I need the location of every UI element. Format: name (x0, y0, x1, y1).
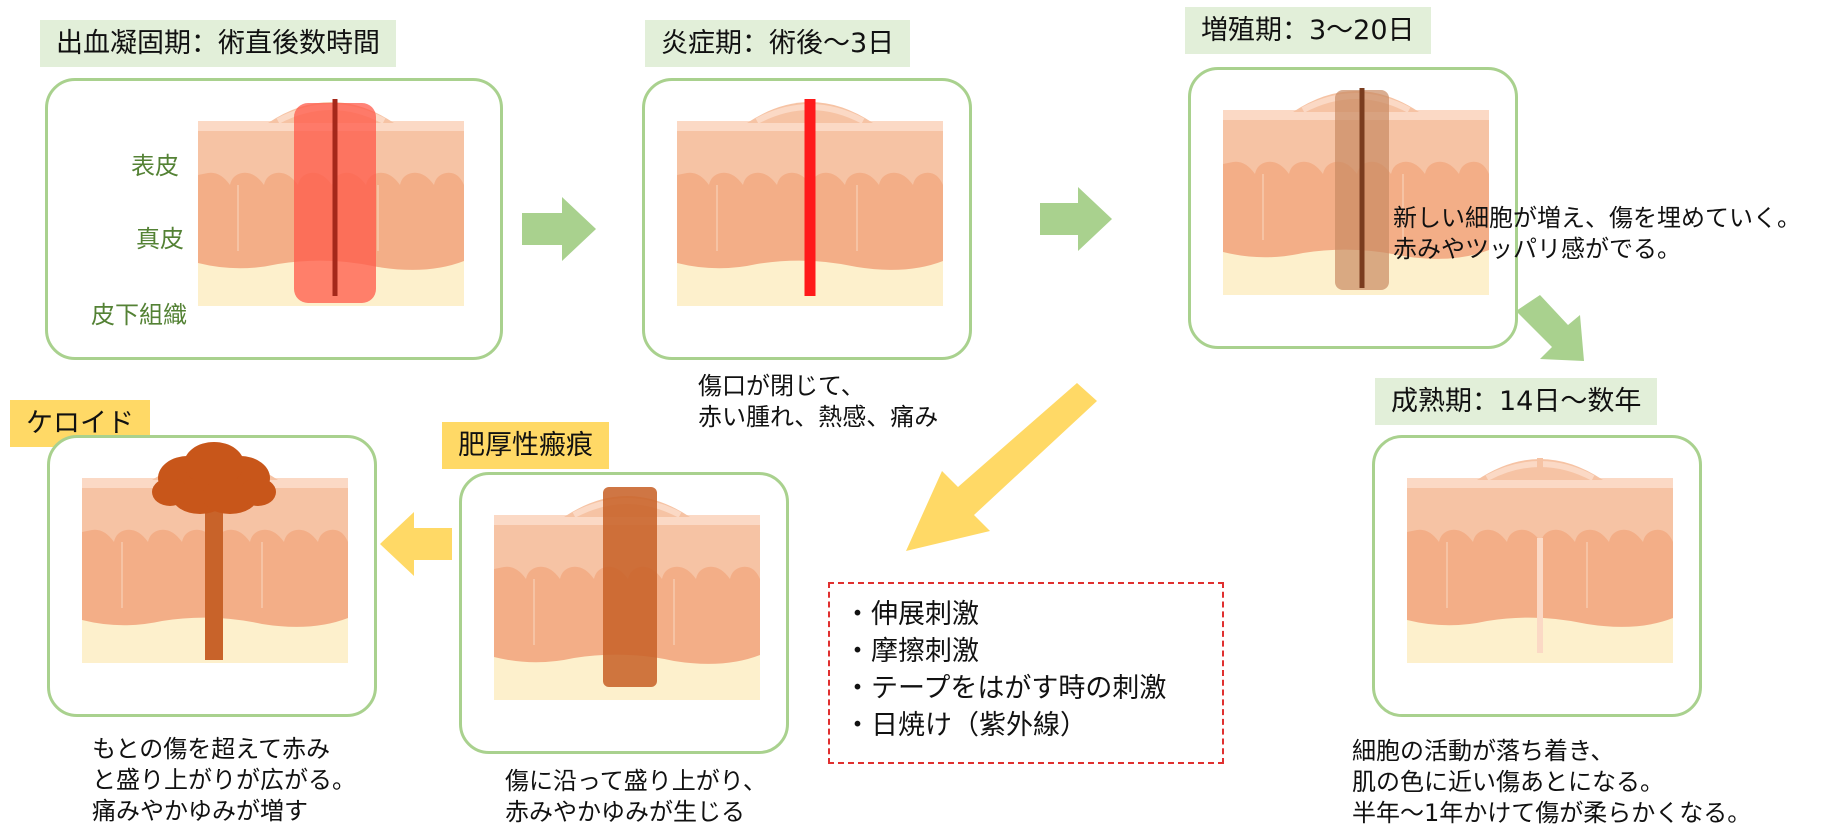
skin-diagram-hypertrophic (462, 487, 789, 754)
green-arrow-right-2 (1040, 187, 1112, 251)
layer-label-dermis: 真皮 (136, 225, 184, 253)
green-arrow-down-right (1516, 295, 1584, 361)
factor-item: テープをはがす時の刺激 (844, 670, 1208, 707)
caption-keloid: もとの傷を超えて赤み と盛り上がりが広がる。 痛みやかゆみが増す (92, 735, 356, 825)
green-arrow-right-1 (522, 197, 596, 261)
yellow-arrow-left (380, 512, 452, 576)
caption-maturation: 細胞の活動が落ち着き、 肌の色に近い傷あとになる。 半年〜1年かけて傷が柔らかく… (1352, 737, 1752, 827)
factor-item: 伸展刺激 (844, 596, 1208, 633)
stage-title-proliferation: 増殖期：3〜20日 (1185, 7, 1431, 54)
yellow-arrow-down-left (906, 383, 1097, 551)
keloid-stem (205, 498, 223, 660)
skin-diagram-inflammation (645, 99, 972, 360)
proliferation-panel (1188, 67, 1518, 349)
stage-title-hypertrophic: 肥厚性瘢痕 (442, 422, 609, 469)
caption-hypertrophic: 傷に沿って盛り上がり、 赤みやかゆみが生じる (505, 767, 767, 826)
skin-diagram-maturation (1375, 438, 1702, 717)
keloid-panel (47, 435, 377, 717)
hypertrophic-scar (603, 487, 657, 687)
factor-item: 摩擦刺激 (844, 633, 1208, 670)
skin-diagram-keloid (50, 442, 377, 717)
hemostasis-panel (45, 78, 503, 360)
maturation-panel (1372, 435, 1702, 717)
hypertrophic-panel (459, 472, 789, 754)
skin-diagram-hemostasis (48, 99, 503, 360)
layer-label-epidermis: 表皮 (131, 152, 179, 180)
stage-title-inflammation: 炎症期：術後〜3日 (645, 20, 911, 67)
caption-proliferation: 新しい細胞が増え、傷を埋めていく。 赤みやツッパリ感がでる。 (1393, 204, 1801, 263)
stage-title-maturation: 成熟期：14日〜数年 (1375, 378, 1658, 425)
inflammation-panel (642, 78, 972, 360)
aggravating-factors-box: 伸展刺激 摩擦刺激 テープをはがす時の刺激 日焼け（紫外線） (828, 582, 1224, 764)
factor-item: 日焼け（紫外線） (844, 707, 1208, 744)
layer-label-subcutis: 皮下組織 (91, 301, 187, 329)
skin-diagram-proliferation (1191, 88, 1518, 349)
keloid-mass (152, 442, 276, 514)
stage-title-hemostasis: 出血凝固期：術直後数時間 (40, 20, 396, 67)
caption-inflammation: 傷口が閉じて、 赤い腫れ、熱感、痛み (698, 372, 939, 431)
